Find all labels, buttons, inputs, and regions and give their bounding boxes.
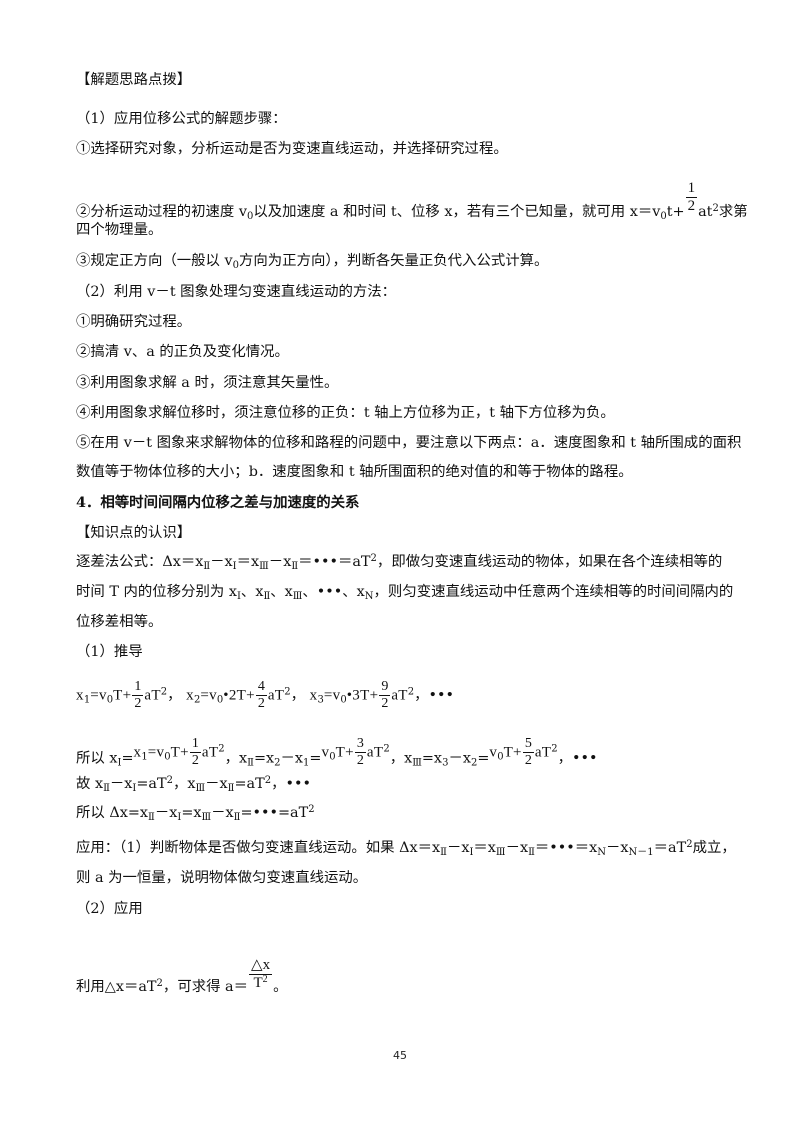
- section4-title: 4．相等时间间隔内位移之差与加速度的关系: [76, 494, 360, 511]
- step-1: ①选择研究对象，分析运动是否为变速直线运动，并选择研究过程。: [76, 141, 508, 157]
- heading-solving-tips: 【解题思路点拨】: [76, 72, 192, 88]
- application2-title: （2）应用: [76, 901, 143, 917]
- knowledge-line-3: 位移差相等。: [76, 614, 163, 630]
- heading-knowledge: 【知识点的认识】: [76, 525, 192, 541]
- section1-title: （1）应用位移公式的解题步骤：: [76, 111, 287, 127]
- application-line-1: 应用：（1）判断物体是否做匀变速直线运动。如果 Δx＝xⅡ－xⅠ＝xⅢ－xⅡ＝•…: [76, 839, 736, 858]
- section2-title: （2）利用 v－t 图象处理匀变速直线运动的方法：: [76, 284, 397, 300]
- method-3: ③利用图象求解 a 时，须注意其矢量性。: [76, 375, 339, 391]
- method-5-continued: 数值等于物体位移的大小；b．速度图象和 t 轴所围面积的绝对值的和等于物体的路程…: [76, 464, 633, 480]
- step-3: ③规定正方向（一般以 v0方向为正方向），判断各矢量正负代入公式计算。: [76, 253, 549, 271]
- equation-delta-x: 所以 Δx=xⅡ－xⅠ=xⅢ－xⅡ=•••=aT2: [76, 804, 315, 823]
- method-5: ⑤在用 v－t 图象来求解物体的位移和路程的问题中，要注意以下两点：a．速度图象…: [76, 435, 742, 451]
- knowledge-line-1: 逐差法公式：Δx＝xⅡ－xⅠ＝xⅢ－xⅡ＝•••＝aT2，即做匀变速直线运动的物…: [76, 553, 723, 572]
- equation-differences: 故 xⅡ－xⅠ=aT2，xⅢ－xⅡ=aT2，•••: [76, 775, 311, 794]
- method-4: ④利用图象求解位移时，须注意位移的正负：t 轴上方位移为正，t 轴下方位移为负。: [76, 405, 615, 421]
- method-2: ②搞清 v、a 的正负及变化情况。: [76, 344, 289, 360]
- step-2: ②分析运动过程的初速度 v0以及加速度 a 和时间 t、位移 x，若有三个已知量…: [76, 180, 748, 222]
- method-1: ①明确研究过程。: [76, 314, 192, 330]
- step-2-continued: 四个物理量。: [76, 222, 163, 238]
- page-number: 45: [393, 1049, 407, 1062]
- application-line-2: 则 a 为一恒量，说明物体做匀变速直线运动。: [76, 870, 368, 886]
- knowledge-line-2: 时间 T 内的位移分别为 xⅠ、xⅡ、xⅢ、•••、xN，则匀变速直线运动中任意…: [76, 584, 734, 602]
- derivation-title: （1）推导: [76, 644, 143, 660]
